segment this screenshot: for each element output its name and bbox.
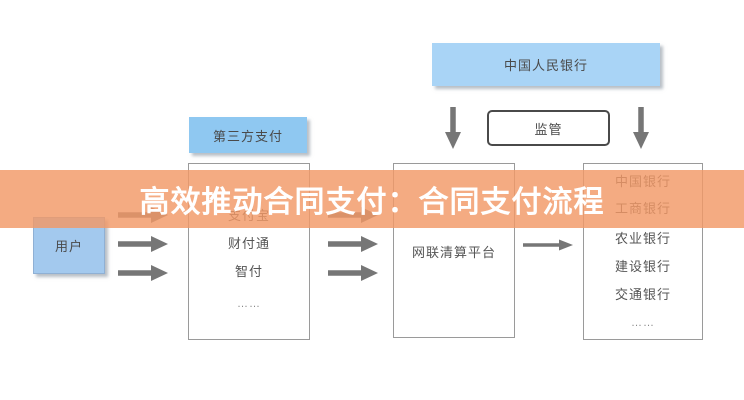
arrow-right-icon: [327, 235, 379, 253]
list-item: 智付: [234, 264, 263, 279]
supervision-box: 监管: [487, 110, 610, 146]
arrow-right-icon: [117, 235, 169, 253]
arrow-down-icon: [443, 106, 463, 150]
clearing-platform-label: 网联清算平台: [411, 245, 496, 260]
page-title: 高效推动合同支付：合同支付流程: [139, 186, 605, 219]
title-banner: 高效推动合同支付：合同支付流程: [0, 170, 744, 228]
list-item-ellipsis: ……: [631, 317, 655, 329]
arrow-right-icon: [117, 264, 169, 282]
central-bank-box: 中国人民银行: [432, 43, 660, 86]
list-item: 建设银行: [614, 259, 671, 274]
list-item: 农业银行: [614, 231, 671, 246]
list-item: 财付通: [227, 236, 270, 251]
arrow-down-icon: [631, 106, 651, 150]
arrow-right-icon: [522, 238, 574, 252]
arrow-right-icon: [327, 264, 379, 282]
list-item-ellipsis: ……: [237, 298, 261, 310]
third-party-header-box: 第三方支付: [189, 117, 307, 153]
list-item: 交通银行: [614, 287, 671, 302]
